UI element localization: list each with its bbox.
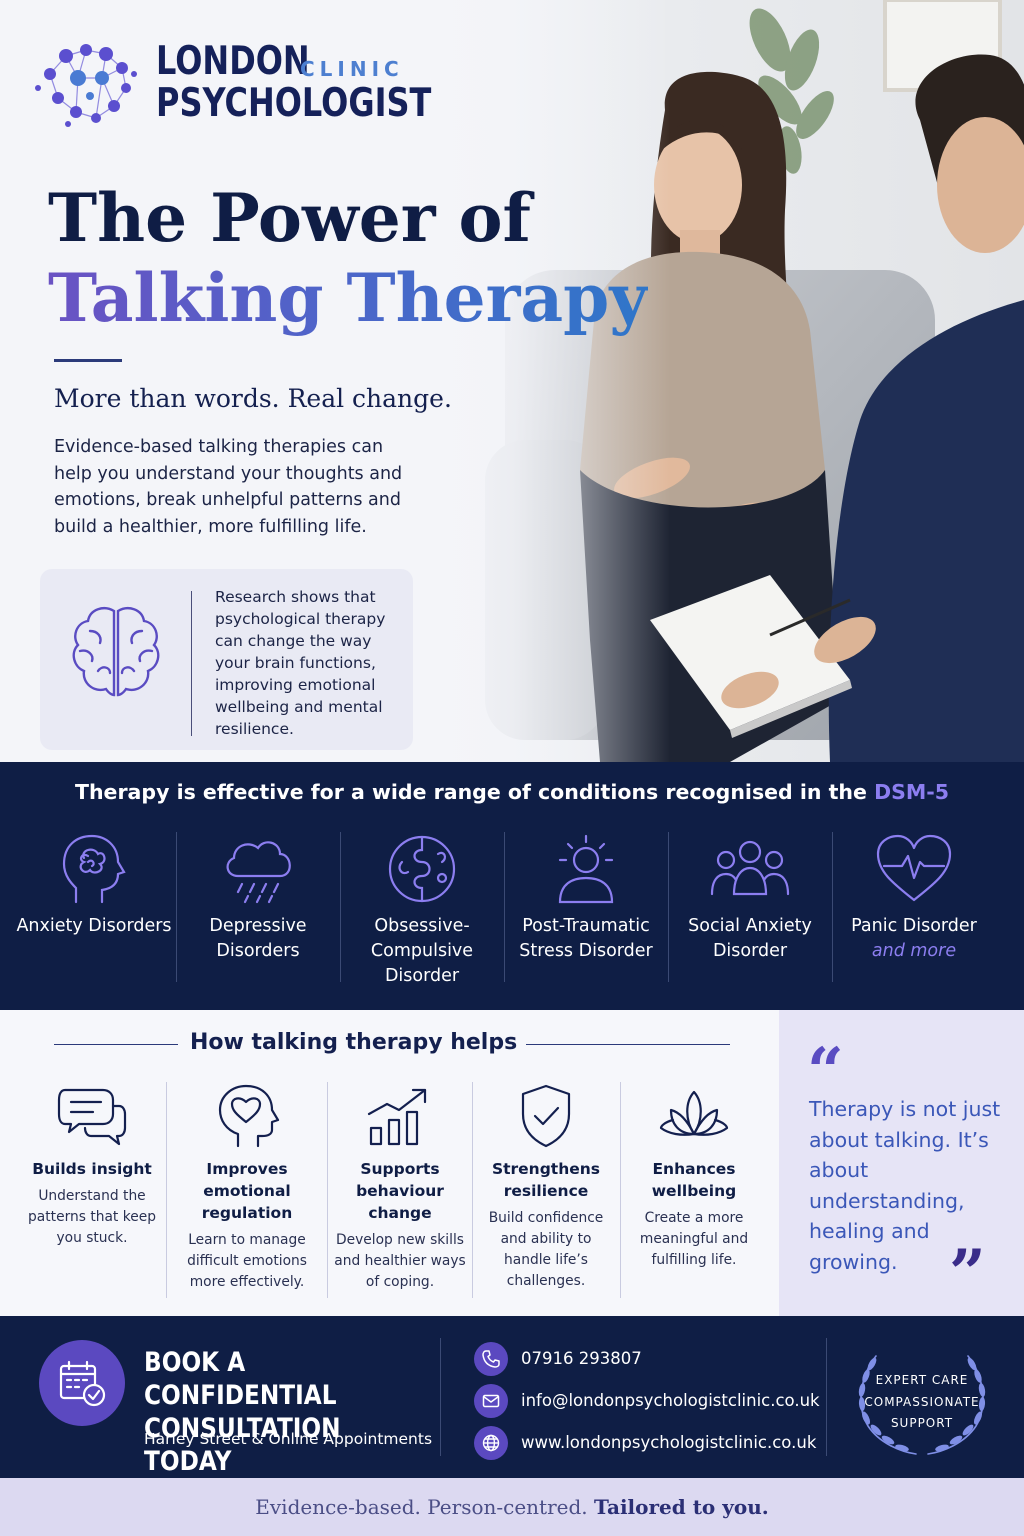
- website-url[interactable]: www.londonpsychologistclinic.co.uk: [521, 1433, 817, 1452]
- brain-network-logo-icon: [35, 44, 137, 127]
- quote-text: Therapy is not just about talking. It’s …: [809, 1097, 1001, 1274]
- brand-name-clinic: CLINIC: [300, 57, 404, 81]
- calendar-check-icon: [39, 1340, 125, 1426]
- head-heart-icon: [218, 1084, 280, 1148]
- close-quote-mark: ”: [949, 1236, 986, 1311]
- condition-panic: Panic Disorder and more: [832, 832, 996, 982]
- research-card: Research shows that psychological therap…: [40, 569, 413, 750]
- intro-paragraph: Evidence-based talking therapies can hel…: [54, 437, 403, 537]
- laurel-wreath-icon: [858, 1355, 986, 1455]
- open-quote-mark: “: [807, 1034, 844, 1109]
- globe-icon: [474, 1426, 508, 1460]
- quote-panel: “ Therapy is not just about talking. It’…: [779, 1010, 1024, 1316]
- brain-icon: [72, 607, 160, 697]
- condition-ptsd: Post-Traumatic Stress Disorder: [504, 832, 668, 982]
- conditions-heading: Therapy is effective for a wide range of…: [74, 780, 950, 804]
- expert-care-badge: EXPERT CARE COMPASSIONATE SUPPORT: [864, 1373, 980, 1430]
- booking-cta-band: BOOK A CONFIDENTIAL CONSULTATION TODAY H…: [0, 1316, 1024, 1478]
- heartbeat-icon: [876, 834, 952, 902]
- headline-line-1: The Power of: [48, 179, 531, 257]
- ocd-circle-icon: [388, 835, 456, 903]
- headline-divider: [54, 359, 122, 362]
- ptsd-person-icon: [558, 834, 614, 904]
- growth-chart-icon: [367, 1088, 427, 1146]
- help-emotional-regulation: Improves emotional regulation Learn to m…: [172, 1084, 322, 1293]
- helps-heading: How talking therapy helps: [190, 1030, 518, 1055]
- tagline: More than words. Real change.: [54, 384, 452, 413]
- condition-social-anxiety: Social Anxiety Disorder: [668, 832, 832, 982]
- help-strengthens-resilience: Strengthens resilience Build confidence …: [476, 1084, 616, 1292]
- anxiety-head-icon: [62, 834, 126, 904]
- lotus-icon: [659, 1090, 729, 1136]
- rain-cloud-icon: [226, 841, 291, 904]
- footer-band: Evidence-based. Person-centred. Tailored…: [0, 1478, 1024, 1536]
- cta-title: BOOK A CONFIDENTIAL CONSULTATION TODAY: [144, 1347, 341, 1477]
- help-builds-insight: Builds insight Understand the patterns t…: [20, 1084, 164, 1249]
- dsm5-highlight: DSM-5: [874, 780, 950, 804]
- headline-line-2: Talking Therapy: [48, 259, 648, 337]
- help-behaviour-change: Supports behaviour change Develop new sk…: [330, 1084, 470, 1293]
- help-enhances-wellbeing: Enhances wellbeing Create a more meaning…: [624, 1084, 764, 1271]
- shield-check-icon: [521, 1084, 571, 1148]
- email-address[interactable]: info@londonpsychologistclinic.co.uk: [521, 1391, 820, 1410]
- research-text: Research shows that psychological therap…: [215, 588, 386, 738]
- how-therapy-helps-section: How talking therapy helps Builds insight…: [0, 1010, 779, 1316]
- conditions-band: Therapy is effective for a wide range of…: [0, 762, 1024, 1010]
- chat-bubbles-icon: [57, 1088, 127, 1146]
- condition-anxiety: Anxiety Disorders: [12, 832, 176, 982]
- condition-depressive: Depressive Disorders: [176, 832, 340, 982]
- hero-section: LONDON CLINIC PSYCHOLOGIST The Power of …: [0, 0, 1024, 762]
- and-more-label: and more: [871, 941, 957, 961]
- phone-icon: [474, 1342, 508, 1376]
- brand-name-psychologist: PSYCHOLOGIST: [156, 81, 432, 126]
- phone-number[interactable]: 07916 293807: [521, 1349, 642, 1368]
- footer-tagline: Evidence-based. Person-centred. Tailored…: [255, 1495, 769, 1519]
- cta-subtitle: Harley Street & Online Appointments: [144, 1430, 433, 1448]
- condition-ocd: Obsessive-Compulsive Disorder: [340, 832, 504, 986]
- brand-name-london: LONDON: [156, 39, 310, 84]
- people-group-icon: [710, 840, 790, 896]
- envelope-icon: [474, 1384, 508, 1418]
